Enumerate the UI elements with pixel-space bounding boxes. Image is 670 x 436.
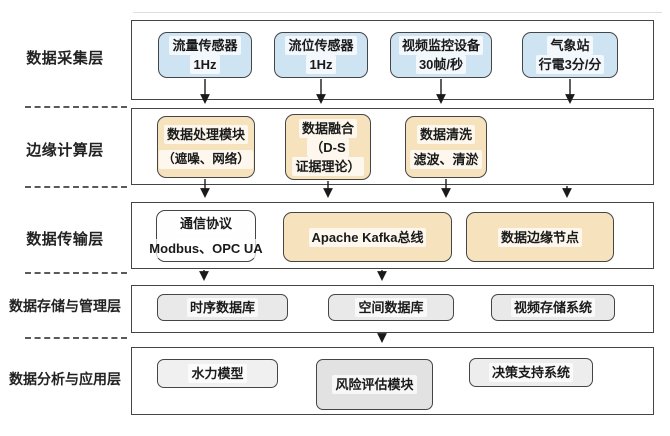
node-timeseries-db: 时序数据库 — [157, 294, 288, 321]
layer-label-edge: 边缘计算层 — [26, 142, 104, 159]
layer-separator — [25, 186, 127, 188]
node-flow-sensor: 流量传感器 1Hz — [158, 32, 252, 78]
node-level-sensor: 流位传感器 1Hz — [274, 32, 368, 78]
layer-separator — [25, 106, 127, 108]
node-edge-node: 数据边缘节点 — [466, 212, 614, 262]
node-data-fusion: 数据融合 （D-S 证据理论） — [285, 114, 371, 180]
node-comm-protocol: 通信协议 Modbus、OPC UA — [135, 210, 277, 262]
node-data-processing: 数据处理模块 （遮噪、网络） — [157, 116, 255, 178]
layer-label-storage: 数据存储与管理层 — [9, 298, 121, 314]
node-weather-station: 气象站 行電3分/分 — [522, 32, 618, 78]
layer-label-analysis: 数据分析与应用层 — [9, 371, 121, 387]
node-kafka-bus: Apache Kafka总线 — [283, 212, 452, 262]
layer-label-collection: 数据采集层 — [26, 50, 104, 67]
node-spatial-db: 空间数据库 — [328, 294, 454, 321]
layer-separator — [25, 337, 127, 339]
node-data-cleaning: 数据清洗 滤波、清淤 — [405, 116, 487, 178]
node-risk-assessment: 风险评估模块 — [316, 359, 433, 410]
top-rule — [133, 12, 662, 13]
node-hydraulic-model: 水力模型 — [157, 359, 278, 388]
node-video-storage: 视频存储系统 — [491, 294, 615, 321]
layer-label-transmission: 数据传输层 — [26, 231, 104, 248]
node-video-device: 视频监控设备 30帧/秒 — [390, 32, 492, 78]
layer-separator — [25, 272, 127, 274]
node-decision-support: 决策支持系统 — [469, 358, 593, 387]
